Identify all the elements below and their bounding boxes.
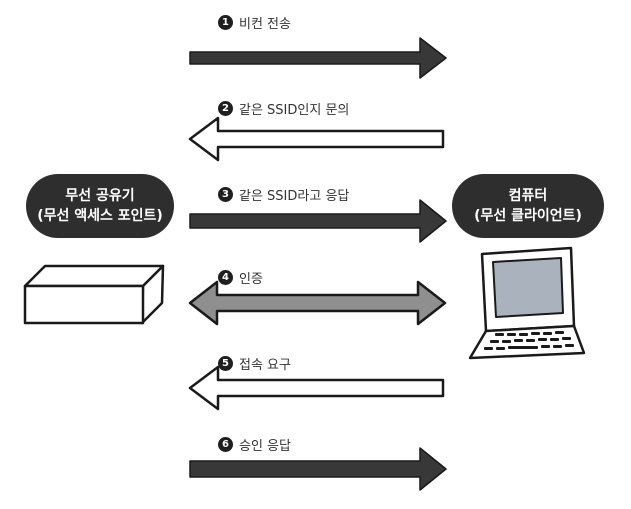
router-label-line1: 무선 공유기 <box>65 187 135 204</box>
computer-label: 컴퓨터 (무선 클라이언트) <box>452 174 604 238</box>
step-4-number: 4 <box>218 270 233 285</box>
step-4-text: 인증 <box>239 272 263 287</box>
laptop <box>468 246 586 360</box>
step-1-text: 비컨 전송 <box>239 17 291 32</box>
step-2-arrow <box>188 116 445 162</box>
step-3-text: 같은 SSID라고 응답 <box>239 189 350 204</box>
router-label: 무선 공유기 (무선 액세스 포인트) <box>26 174 174 238</box>
step-2-text: 같은 SSID인지 문의 <box>239 103 350 118</box>
step-2-label: 2 같은 SSID인지 문의 <box>218 99 349 118</box>
step-5-label: 5 접속 요구 <box>218 354 291 373</box>
step-6-number: 6 <box>218 437 233 452</box>
step-6-text: 승인 응답 <box>239 439 291 454</box>
computer-label-line1: 컴퓨터 <box>508 187 548 204</box>
step-6-arrow <box>189 447 447 491</box>
step-4-label: 4 인증 <box>218 268 263 287</box>
step-3-arrow <box>189 199 447 243</box>
router-label-line2: (무선 액세스 포인트) <box>37 208 163 224</box>
step-3-label: 3 같은 SSID라고 응답 <box>218 185 349 204</box>
step-3-number: 3 <box>218 187 233 202</box>
step-1-label: 1 비컨 전송 <box>218 13 291 32</box>
keyboard-keys <box>484 331 574 350</box>
step-1-number: 1 <box>218 15 233 30</box>
step-5-number: 5 <box>218 356 233 371</box>
step-4-arrow <box>188 280 447 326</box>
step-1-arrow <box>189 37 447 79</box>
step-2-number: 2 <box>218 101 233 116</box>
step-6-label: 6 승인 응답 <box>218 435 291 454</box>
step-5-text: 접속 요구 <box>239 358 291 373</box>
computer-label-line2: (무선 클라이언트) <box>474 208 582 224</box>
router-box <box>23 264 165 325</box>
step-5-arrow <box>188 365 445 411</box>
